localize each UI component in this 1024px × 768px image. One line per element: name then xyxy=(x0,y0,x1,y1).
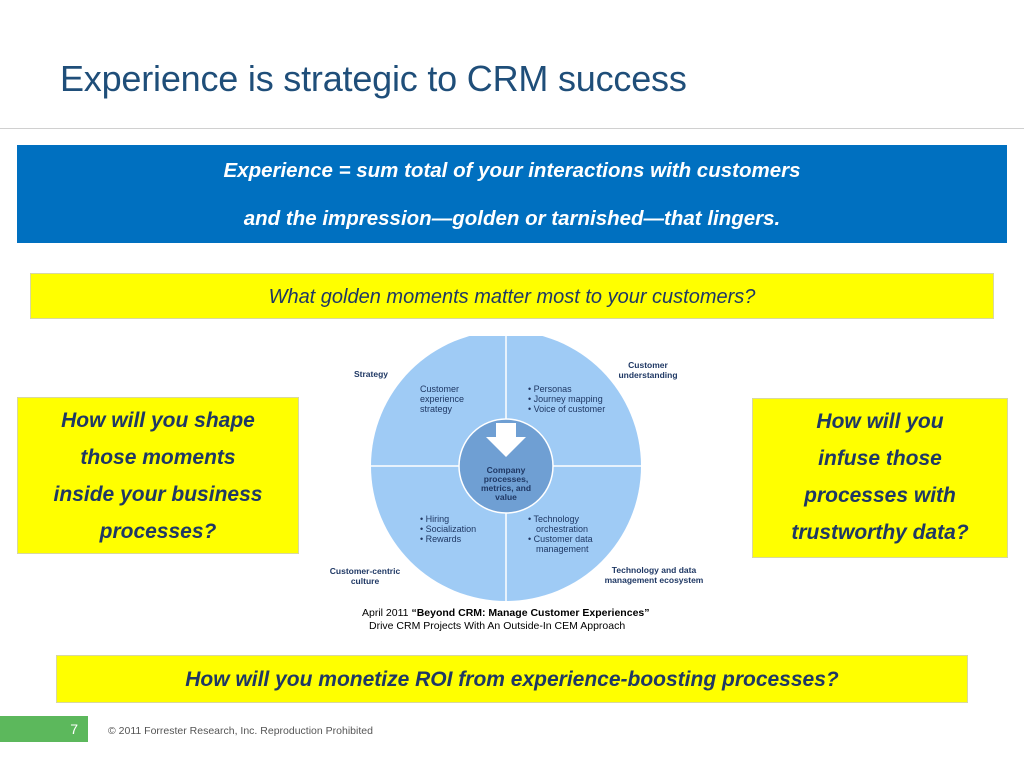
label-technology-ecosystem: management ecosystem xyxy=(605,575,704,585)
question-right-line: trustworthy data? xyxy=(791,521,969,544)
center-text-line: Company xyxy=(487,465,526,475)
slide-title: Experience is strategic to CRM success xyxy=(60,58,687,99)
quadrant-bl-line: • Socialization xyxy=(420,524,476,534)
question-monetize-roi: How will you monetize ROI from experienc… xyxy=(56,655,968,703)
definition-line-2: and the impression—golden or tarnished—t… xyxy=(243,207,781,230)
question-left-line: How will you shape xyxy=(61,409,255,432)
label-technology-ecosystem: Technology and data xyxy=(612,565,697,575)
citation-report-title: “Beyond CRM: Manage Customer Experiences… xyxy=(411,607,650,619)
quadrant-br-line: • Customer data xyxy=(528,534,593,544)
question-left-line: those moments xyxy=(80,446,236,469)
label-customer-understanding: Customer xyxy=(628,360,668,370)
center-text-line: value xyxy=(495,492,517,502)
question-right-line: How will you xyxy=(816,410,944,433)
page-number: 7 xyxy=(0,716,88,742)
title-divider xyxy=(0,128,1024,129)
question-left-line: inside your business xyxy=(53,483,263,506)
quadrant-tr-line: • Journey mapping xyxy=(528,394,603,404)
citation-subtitle: Drive CRM Projects With An Outside-In CE… xyxy=(369,620,626,632)
quadrant-bl-line: • Hiring xyxy=(420,514,449,524)
center-text-line: processes, xyxy=(484,474,528,484)
question-shape-moments: How will you shape those moments inside … xyxy=(17,397,299,554)
quadrant-br-line: management xyxy=(536,544,589,554)
definition-box: Experience = sum total of your interacti… xyxy=(17,145,1007,243)
question-right-line: processes with xyxy=(804,484,956,507)
label-customer-understanding: understanding xyxy=(618,370,677,380)
quadrant-br-line: orchestration xyxy=(536,524,588,534)
question-right-line: infuse those xyxy=(818,447,942,470)
question-left-line: processes? xyxy=(99,520,217,543)
question-trustworthy-data: How will you infuse those processes with… xyxy=(752,398,1008,558)
citation-line-1: April 2011 “Beyond CRM: Manage Customer … xyxy=(362,607,650,620)
center-text-line: metrics, and xyxy=(481,483,531,493)
quadrant-tl-line: strategy xyxy=(420,404,453,414)
quadrant-bl-line: • Rewards xyxy=(420,534,462,544)
quadrant-tr-line: • Voice of customer xyxy=(528,404,605,414)
definition-line-1: Experience = sum total of your interacti… xyxy=(223,159,801,182)
quadrant-tl-line: experience xyxy=(420,394,464,404)
source-citation: April 2011 “Beyond CRM: Manage Customer … xyxy=(362,607,650,633)
quadrant-tr-line: • Personas xyxy=(528,384,572,394)
down-arrow-icon xyxy=(486,423,526,457)
citation-date: April 2011 xyxy=(362,607,409,619)
label-strategy: Strategy xyxy=(354,369,388,379)
label-customer-centric-culture: culture xyxy=(351,576,380,586)
copyright-footer: © 2011 Forrester Research, Inc. Reproduc… xyxy=(108,725,373,737)
quadrant-br-line: • Technology xyxy=(528,514,580,524)
question-golden-moments: What golden moments matter most to your … xyxy=(30,273,994,319)
center-circle xyxy=(458,418,554,514)
cem-diagram: Company processes, metrics, and value Cu… xyxy=(330,336,704,601)
quadrant-tl-line: Customer xyxy=(420,384,459,394)
label-customer-centric-culture: Customer-centric xyxy=(330,566,401,576)
